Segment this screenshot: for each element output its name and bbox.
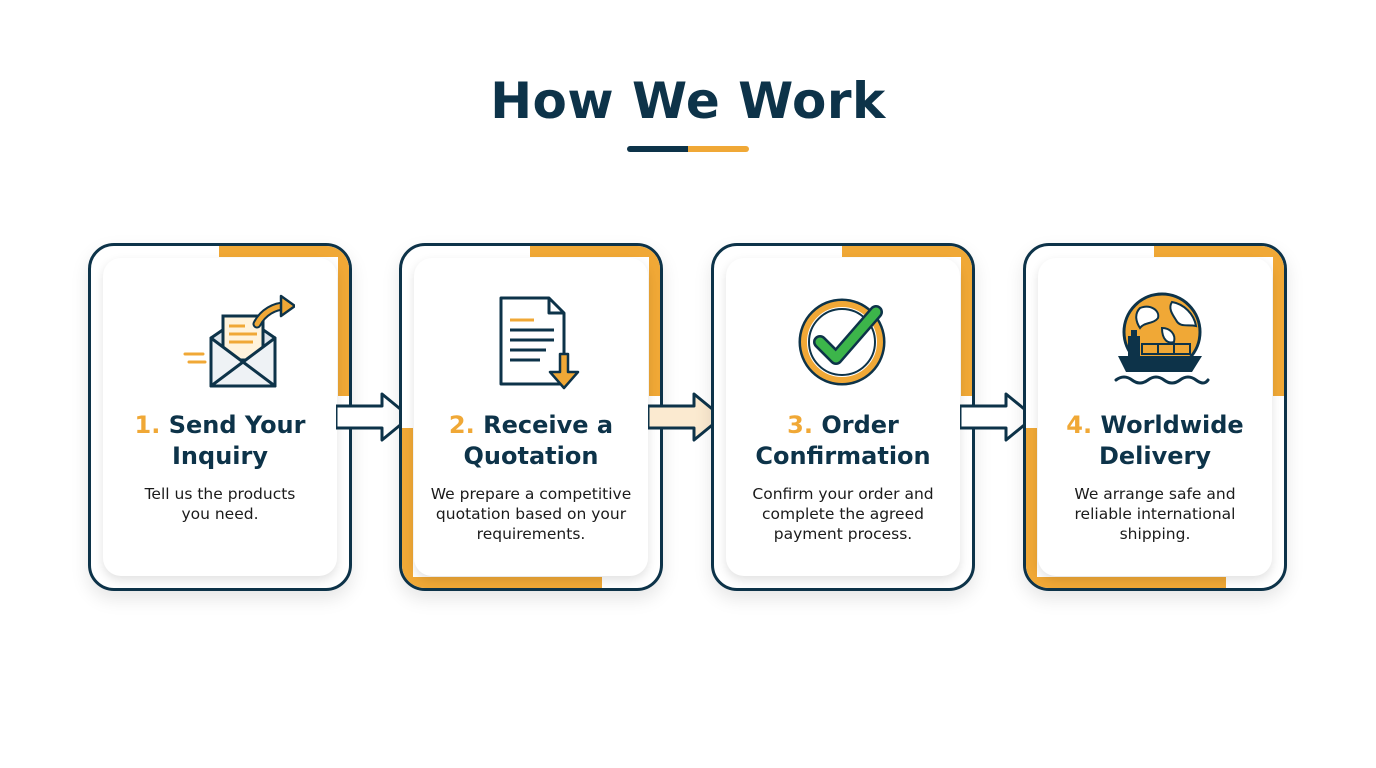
step-card-1: 1. Send Your Inquiry Tell us the product… [88,243,352,591]
step-title-line1: Order [821,411,899,439]
step-title-line2: Inquiry [172,442,268,470]
step-title: 4. Worldwide Delivery [1044,410,1266,472]
step-description: We prepare a competitive quotation based… [430,485,632,543]
step-title-line2: Quotation [463,442,599,470]
step-description: We arrange safe and reliable internation… [1074,485,1236,543]
arrow-right-icon [960,392,1036,442]
arrow-right-icon [336,392,412,442]
step-card-2: 2. Receive a Quotation We prepare a comp… [399,243,663,591]
step-number: 4. [1066,411,1093,439]
step-number: 3. [787,411,813,439]
step-card-3: 3. Order Confirmation Confirm your order… [711,243,975,591]
checkmark-circle-icon [798,298,886,386]
globe-ship-icon [1114,292,1210,385]
step-card-4: 4. Worldwide Delivery We arrange safe an… [1023,243,1287,591]
envelope-send-icon [183,294,295,388]
step-title: 3. Order Confirmation [732,410,954,472]
title-underline [627,146,749,152]
step-number: 1. [134,411,161,439]
step-title-line1: Worldwide [1100,411,1244,439]
step-title-line2: Delivery [1098,442,1212,470]
document-download-icon [499,296,580,390]
step-title: 1. Send Your Inquiry [109,410,331,472]
step-number: 2. [448,411,475,439]
page-title: How We Work [490,72,886,130]
step-title-line2: Confirmation [755,442,931,470]
step-title: 2. Receive a Quotation [420,410,642,472]
step-description: Tell us the products you need. [144,485,296,523]
step-title-line1: Receive a [483,411,614,439]
step-title-line1: Send Your [168,411,306,439]
arrow-right-icon [648,392,724,442]
step-description: Confirm your order and complete the agre… [752,485,934,543]
